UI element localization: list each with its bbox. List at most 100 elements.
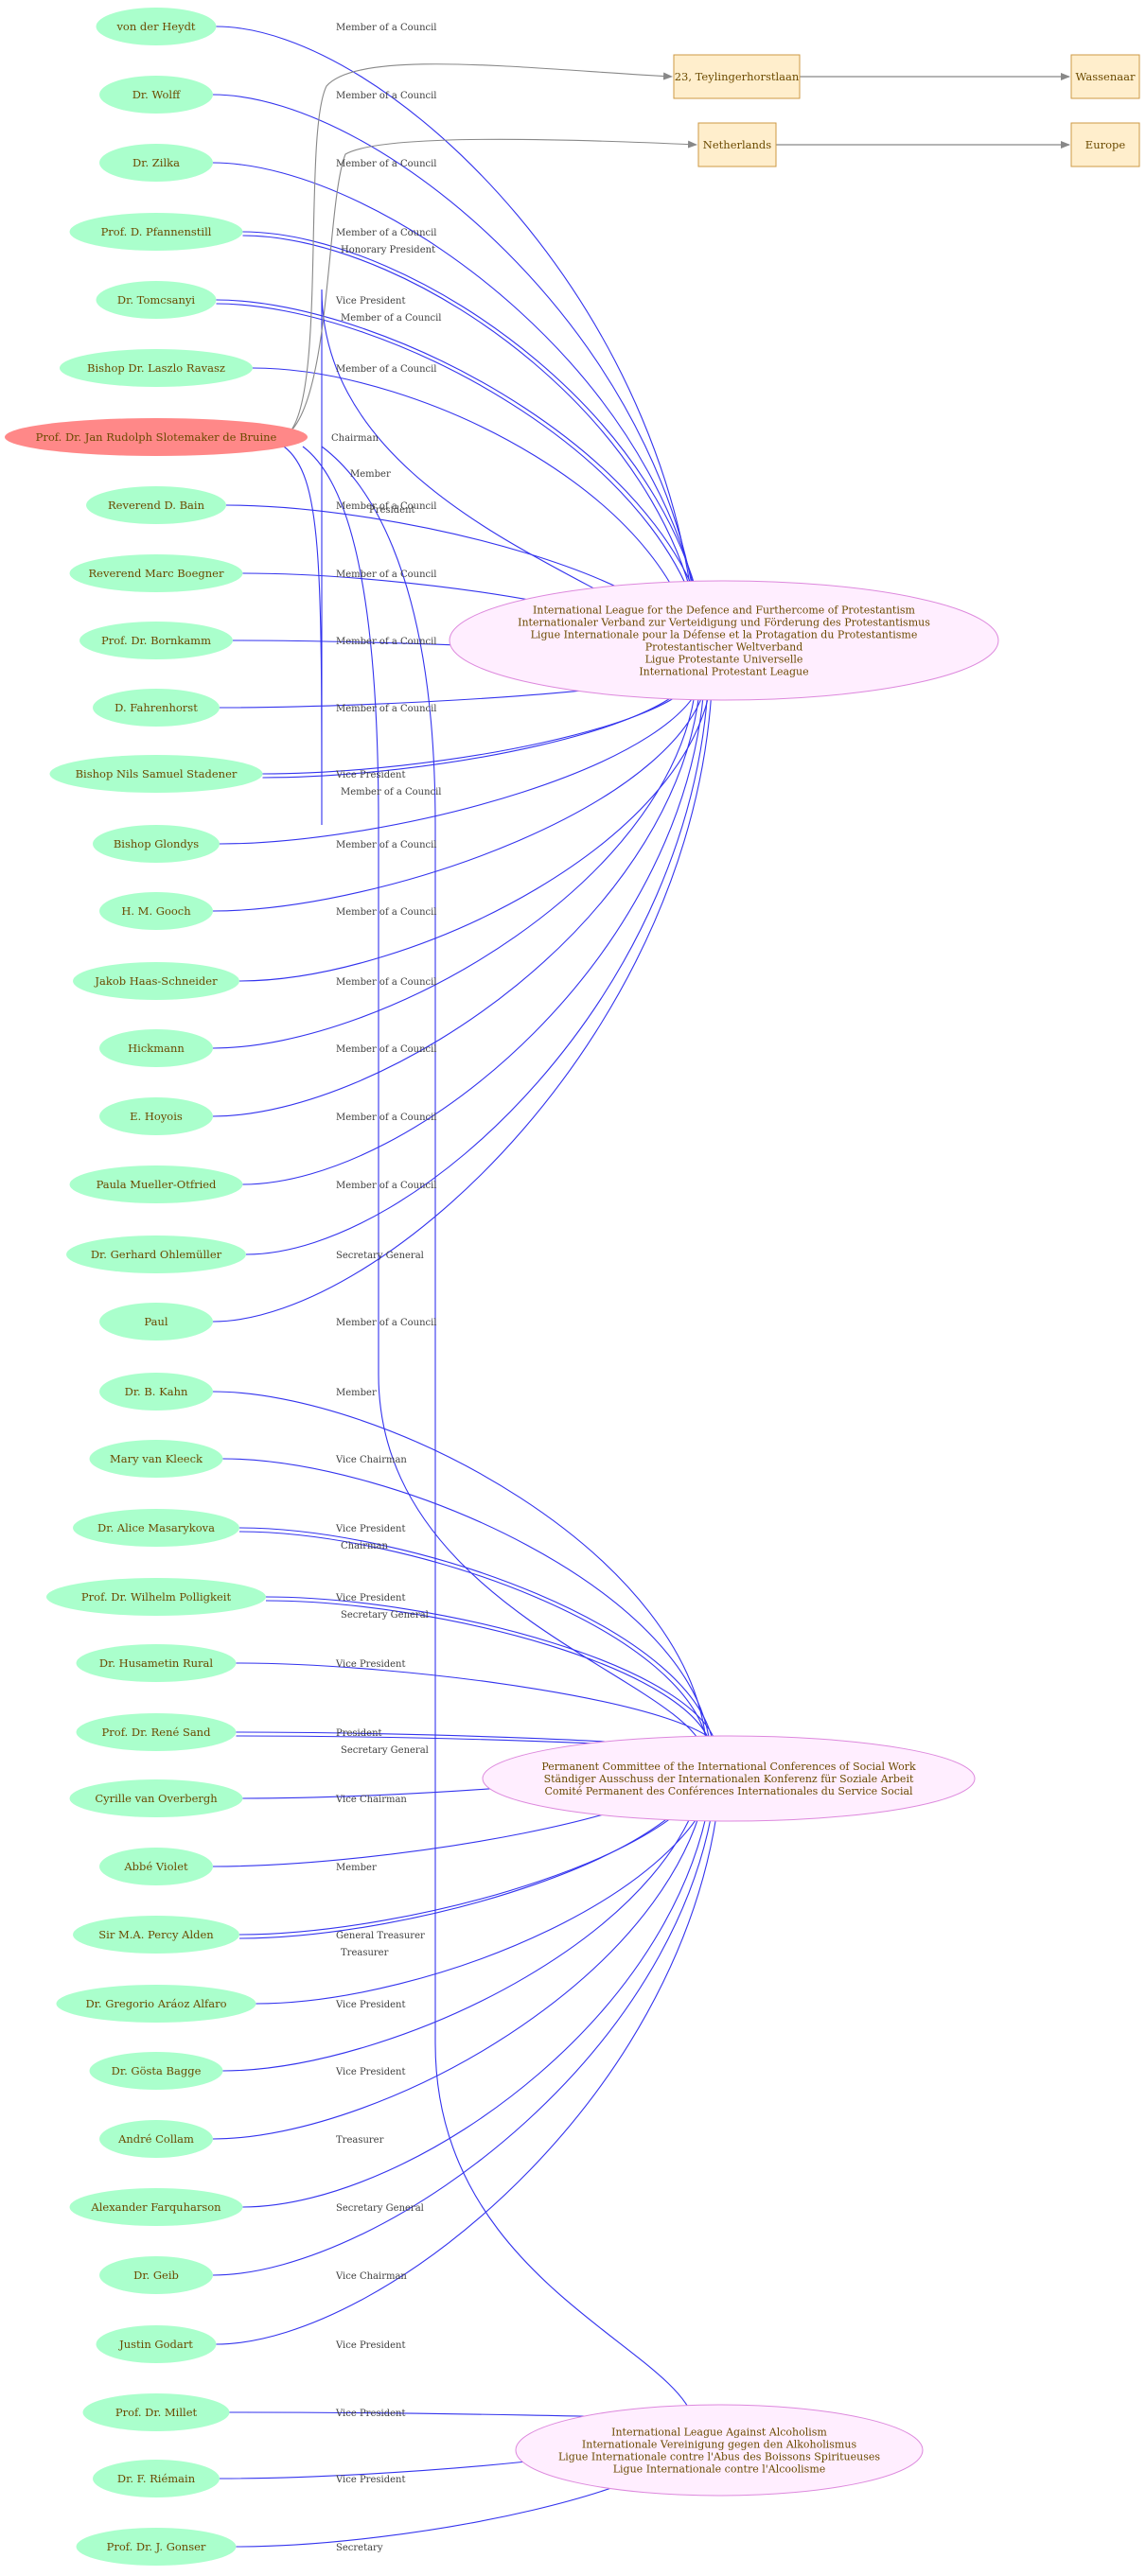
person-node[interactable]: Dr. Geib — [99, 2256, 213, 2294]
person-node-shape — [49, 755, 263, 793]
person-name: E. Hoyois — [130, 1110, 183, 1123]
person-node[interactable]: D. Fahrenhorst — [93, 689, 220, 727]
person-node[interactable]: Dr. B. Kahn — [99, 1373, 213, 1411]
role-edge — [238, 1531, 713, 1754]
role-edge-label: Member of a Council — [336, 840, 437, 850]
role-edge-label: Vice President — [335, 2340, 405, 2351]
person-node-shape — [99, 144, 213, 182]
role-edge — [238, 667, 716, 982]
role-edge — [212, 667, 701, 1049]
person-name: Jakob Haas-Schneider — [94, 974, 218, 988]
person-node-shape — [89, 2052, 223, 2090]
person-node[interactable]: Dr. Wolff — [99, 76, 213, 114]
person-node[interactable]: Dr. F. Riémain — [93, 2460, 220, 2497]
person-name: Dr. B. Kahn — [125, 1385, 188, 1398]
role-edge-label: Member — [350, 469, 391, 480]
person-name: Dr. Zilka — [132, 156, 180, 169]
person-node[interactable]: Prof. Dr. Millet — [82, 2393, 230, 2431]
person-name: Reverend D. Bain — [108, 499, 205, 512]
role-edge — [212, 667, 705, 1117]
person-node[interactable]: Abbé Violet — [99, 1848, 213, 1885]
role-edge — [216, 1752, 726, 2345]
place-node[interactable]: Wassenaar — [1070, 54, 1140, 99]
person-name: Dr. Gösta Bagge — [112, 2064, 202, 2077]
person-node-shape — [99, 1303, 213, 1341]
person-node[interactable]: Dr. Gösta Bagge — [89, 2052, 223, 2090]
person-name: Mary van Kleeck — [110, 1452, 203, 1465]
role-edge-label: General Treasurer — [336, 1931, 425, 1941]
role-edge-label: Member of a Council — [336, 1318, 437, 1328]
role-edge — [212, 667, 716, 1323]
person-node[interactable]: Dr. Gregorio Aráoz Alfaro — [56, 1985, 256, 2023]
role-edge-label: Chairman — [341, 1541, 388, 1551]
place-node-box — [673, 54, 801, 99]
role-edge — [242, 231, 713, 669]
person-node[interactable]: André Collam — [99, 2120, 213, 2158]
role-edge-label: Vice President — [335, 1593, 405, 1603]
person-name: Abbé Violet — [123, 1860, 188, 1873]
person-node[interactable]: Dr. Alice Masarykova — [73, 1509, 239, 1547]
person-node[interactable]: Prof. Dr. René Sand — [76, 1713, 237, 1751]
person-node[interactable]: Dr. Husametin Rural — [76, 1644, 237, 1682]
person-node[interactable]: Dr. Gerhard Ohlemüller — [66, 1235, 246, 1273]
role-edge-label: Member of a Council — [336, 570, 437, 580]
role-edge-label: Vice Chairman — [335, 1795, 407, 1805]
organization-name-line: Protestantischer Weltverband — [645, 641, 803, 654]
person-name: Dr. Gregorio Aráoz Alfaro — [85, 1997, 226, 2010]
person-node[interactable]: Justin Godart — [96, 2325, 217, 2363]
person-node[interactable]: Dr. Tomcsanyi — [96, 281, 217, 319]
person-node[interactable]: Bishop Glondys — [93, 825, 220, 863]
person-name: H. M. Gooch — [121, 904, 191, 918]
person-node[interactable]: Dr. Zilka — [99, 144, 213, 182]
person-node[interactable]: Bishop Nils Samuel Stadener — [49, 755, 263, 793]
person-name: Prof. Dr. J. Gonser — [107, 2540, 206, 2553]
role-edge — [222, 1752, 711, 2072]
person-node[interactable]: Reverend Marc Boegner — [69, 554, 243, 592]
person-node[interactable]: Jakob Haas-Schneider — [73, 962, 239, 1000]
person-node[interactable]: E. Hoyois — [99, 1097, 213, 1135]
place-node[interactable]: Netherlands — [697, 122, 777, 167]
person-name: Justin Godart — [118, 2338, 193, 2351]
person-node[interactable]: H. M. Gooch — [99, 892, 213, 930]
organization-node-shape — [482, 1735, 976, 1822]
organization-node[interactable]: Permanent Committee of the International… — [482, 1735, 976, 1822]
place-node[interactable]: Europe — [1070, 122, 1140, 167]
person-name: Prof. Dr. Millet — [115, 2406, 198, 2419]
person-node[interactable]: Sir M.A. Percy Alden — [73, 1916, 239, 1954]
role-edge-label: Vice President — [335, 1524, 405, 1534]
organization-name-line: Ligue Internationale pour la Défense et … — [531, 629, 918, 641]
person-node-shape — [96, 8, 217, 45]
person-node[interactable]: Prof. Dr. Bornkamm — [79, 622, 233, 659]
person-node[interactable]: Prof. Dr. J. Gonser — [76, 2528, 237, 2566]
person-name: Prof. Dr. Jan Rudolph Slotemaker de Brui… — [36, 430, 277, 444]
organization-node[interactable]: International League for the Defence and… — [449, 580, 999, 701]
role-edge — [238, 1527, 718, 1754]
role-edge-label: Member of a Council — [336, 637, 437, 647]
person-node[interactable]: Prof. Dr. Wilhelm Polligkeit — [46, 1578, 266, 1616]
organization-name-line: Internationaler Verband zur Verteidigung… — [518, 617, 930, 629]
person-node[interactable]: Prof. Dr. Jan Rudolph Slotemaker de Brui… — [5, 418, 308, 456]
person-node-shape — [5, 418, 308, 456]
person-name: Dr. Gerhard Ohlemüller — [91, 1248, 222, 1261]
role-edge-label: President — [369, 505, 415, 516]
person-node[interactable]: Alexander Farquharson — [69, 2188, 243, 2226]
place-node-box — [1070, 122, 1140, 167]
person-name: Bishop Nils Samuel Stadener — [76, 767, 238, 780]
person-node[interactable]: von der Heydt — [96, 8, 217, 45]
role-edge-label: President — [336, 1728, 382, 1739]
person-name: Dr. Husametin Rural — [99, 1656, 213, 1670]
place-node[interactable]: 23, Teylingerhorstlaan — [673, 54, 801, 99]
role-edge-label: Secretary General — [341, 1610, 429, 1621]
person-node-shape — [73, 1916, 239, 1954]
person-node[interactable]: Mary van Kleeck — [89, 1440, 223, 1478]
person-node[interactable]: Paula Mueller-Otfried — [69, 1165, 243, 1203]
person-node[interactable]: Paul — [99, 1303, 213, 1341]
person-node[interactable]: Prof. D. Pfannenstill — [69, 213, 243, 251]
person-node[interactable]: Reverend D. Bain — [86, 486, 226, 524]
person-node[interactable]: Hickmann — [99, 1029, 213, 1067]
person-node[interactable]: Cyrille van Overbergh — [69, 1779, 243, 1817]
person-node[interactable]: Bishop Dr. Laszlo Ravasz — [60, 349, 253, 387]
organization-node[interactable]: International League Against AlcoholismI… — [515, 2404, 924, 2497]
role-edge — [265, 1600, 715, 1754]
person-node-shape — [76, 1644, 237, 1682]
